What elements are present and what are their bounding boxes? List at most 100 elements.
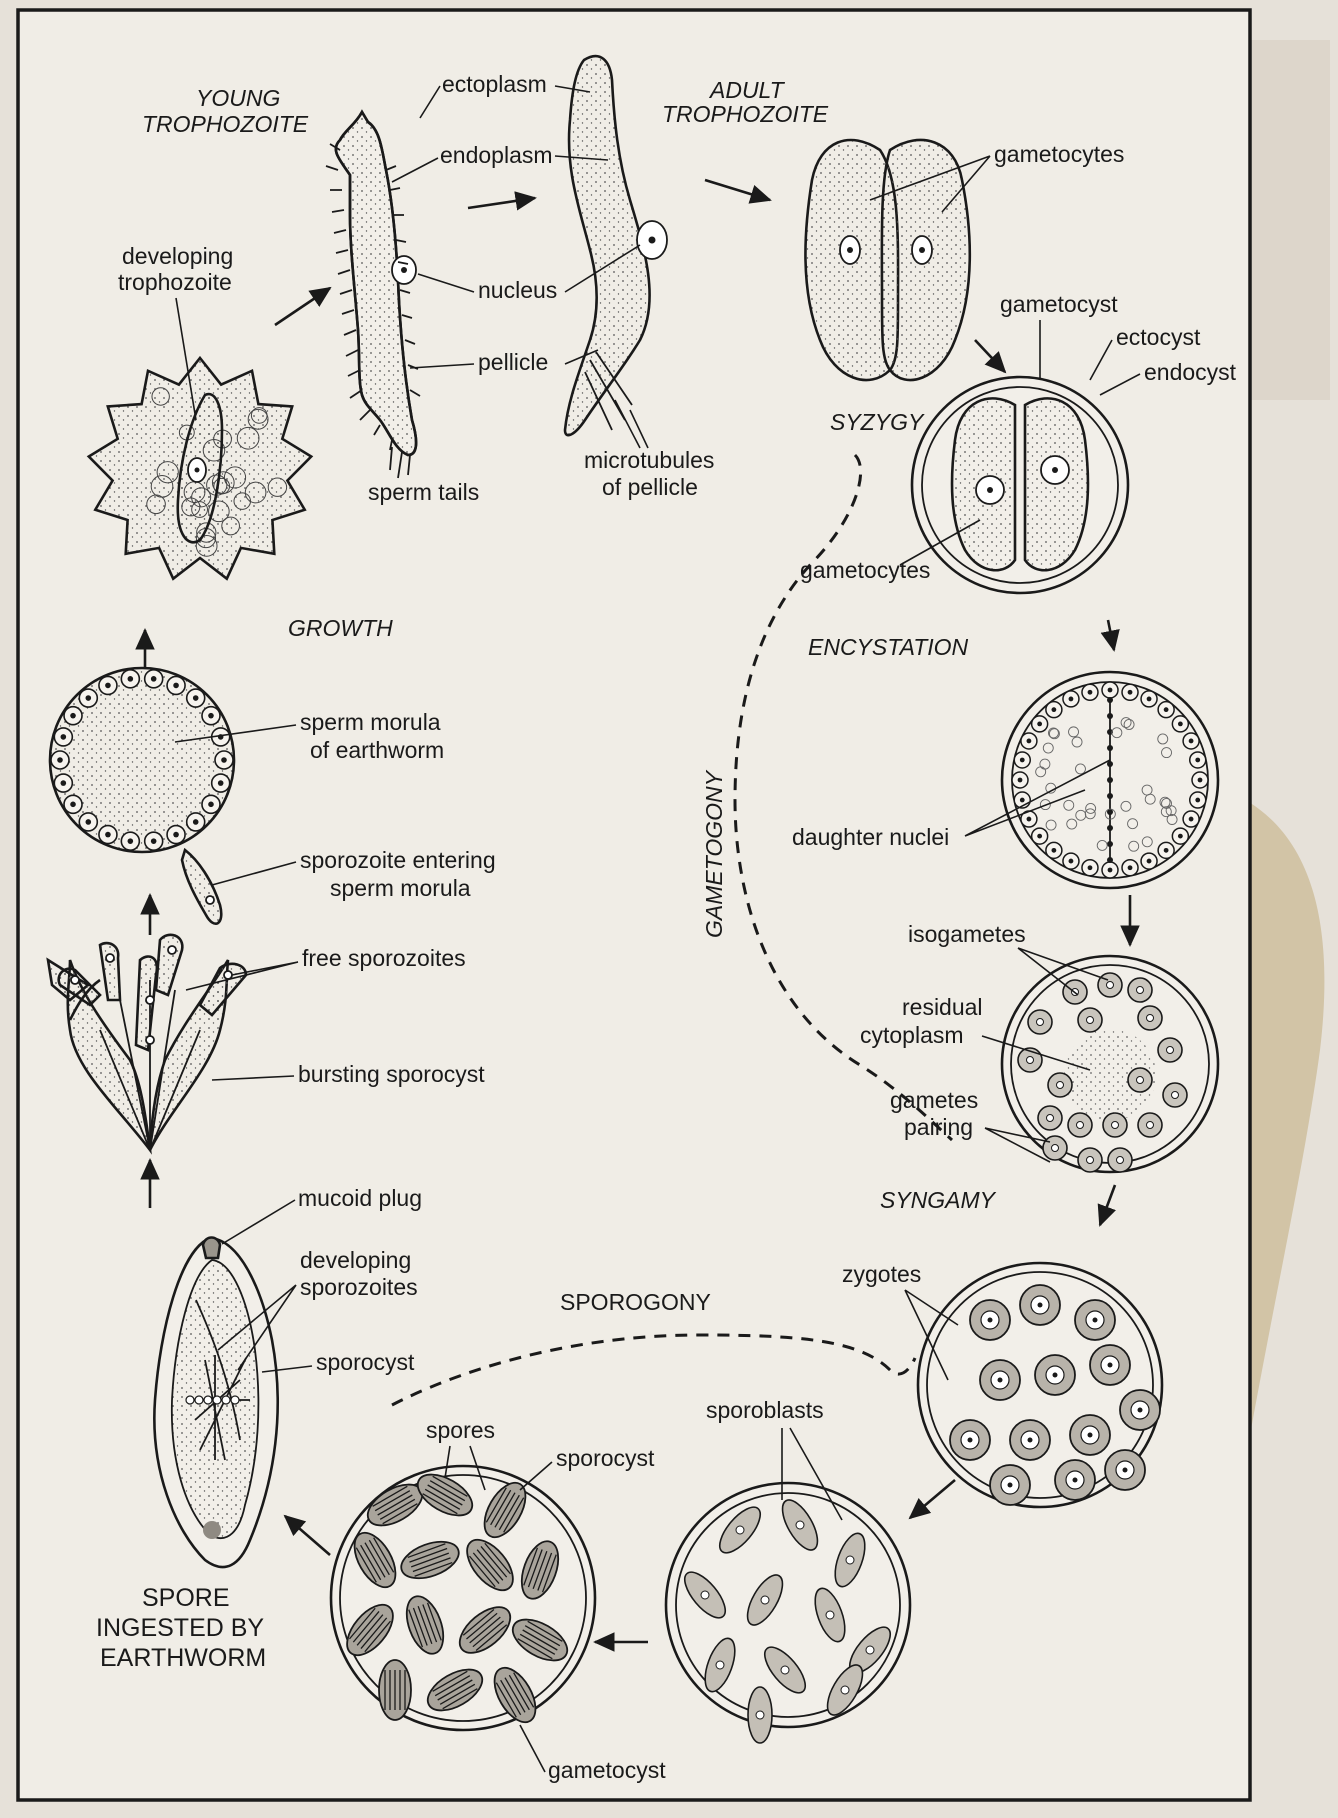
label-ectoplasm: ectoplasm <box>442 71 547 97</box>
zygote-dot <box>1123 1468 1128 1473</box>
daughter-nucleus <box>1107 697 1113 703</box>
zygote-dot <box>1008 1483 1013 1488</box>
zygote-dot <box>988 1318 993 1323</box>
label-endoplasm: endoplasm <box>440 142 553 168</box>
zygote-dot <box>968 1438 973 1443</box>
peripheral-nucleus-dot <box>1164 707 1169 712</box>
isogamete-nucleus <box>1107 982 1114 989</box>
peripheral-nucleus-dot <box>1088 690 1093 695</box>
syzygy-cell <box>805 140 969 380</box>
label-gametocyst-bottom: gametocyst <box>548 1757 666 1783</box>
young-trophozoite-title-1: YOUNG <box>196 85 280 111</box>
peripheral-nucleus-dot <box>1018 778 1023 783</box>
adult-trophozoite-title-2: TROPHOZOITE <box>662 101 829 127</box>
morula-sperm-dot <box>208 802 214 808</box>
label-sporocyst-left: sporocyst <box>316 1349 415 1375</box>
sporoblast-nucleus <box>781 1666 789 1674</box>
daughter-nucleus <box>1107 777 1113 783</box>
label-ectocyst: ectocyst <box>1116 324 1201 350</box>
morula-sperm-dot <box>193 819 199 825</box>
peripheral-nucleus-dot <box>1088 865 1093 870</box>
sporoblast-nucleus <box>761 1596 769 1604</box>
peripheral-nucleus-dot <box>1195 798 1200 803</box>
label-developing-sporozoites-2: sporozoites <box>300 1274 418 1300</box>
spore-title-3: EARTHWORM <box>100 1644 266 1672</box>
peripheral-nucleus-dot <box>1027 739 1032 744</box>
isogamete-nucleus <box>1047 1115 1054 1122</box>
label-gametocyst-top: gametocyst <box>1000 291 1118 317</box>
zygote-dot <box>1138 1408 1143 1413</box>
morula-sperm-dot <box>86 819 92 825</box>
daughter-nucleus <box>1107 713 1113 719</box>
zygote-dot <box>1093 1318 1098 1323</box>
growth-title: GROWTH <box>288 615 393 641</box>
sporoblast-nucleus <box>701 1591 709 1599</box>
sporoblast-nucleus <box>756 1711 764 1719</box>
isogamete-nucleus <box>1147 1015 1154 1022</box>
daughter-nucleus <box>1107 857 1113 863</box>
peripheral-nucleus-dot <box>1189 739 1194 744</box>
peripheral-nucleus-dot <box>1164 848 1169 853</box>
label-pellicle: pellicle <box>478 349 548 375</box>
young-trophozoite-title-2: TROPHOZOITE <box>142 111 309 137</box>
zygote-dot <box>1108 1363 1113 1368</box>
sporoblast-nucleus <box>736 1526 744 1534</box>
label-bursting-sporocyst: bursting sporocyst <box>298 1061 485 1087</box>
label-sporozoite-entering-1: sporozoite entering <box>300 847 496 873</box>
sporoblast-nucleus <box>796 1521 804 1529</box>
label-sporozoite-entering-2: sperm morula <box>330 875 471 901</box>
isogamete-nucleus <box>1137 987 1144 994</box>
label-endocyst: endocyst <box>1144 359 1237 385</box>
isogamete-nucleus <box>1172 1092 1179 1099</box>
peripheral-nucleus-dot <box>1128 690 1133 695</box>
peripheral-nucleus-dot <box>1051 707 1056 712</box>
morula-sperm-dot <box>221 757 227 763</box>
isogamete-nucleus <box>1027 1057 1034 1064</box>
peripheral-nucleus-dot <box>1037 721 1042 726</box>
gametocyst-cell <box>912 377 1128 593</box>
peripheral-nucleus-dot <box>1189 817 1194 822</box>
peripheral-nucleus-dot <box>1020 798 1025 803</box>
peripheral-nucleus-dot <box>1027 817 1032 822</box>
spore-title-1: SPORE <box>142 1584 230 1612</box>
morula-sperm-dot <box>128 838 134 844</box>
sporocyst-nucleus <box>222 1396 230 1404</box>
morula-sperm-dot <box>193 695 199 701</box>
label-gametocytes-top: gametocytes <box>994 141 1124 167</box>
morula-sperm-dot <box>86 695 92 701</box>
daughter-nuclei-cyst <box>1002 672 1218 888</box>
sporoblast-nucleus <box>841 1686 849 1694</box>
encystation-title: ENCYSTATION <box>808 634 969 660</box>
label-daughter-nuclei: daughter nuclei <box>792 824 949 850</box>
label-residual: residual <box>902 994 983 1020</box>
isogametes-cyst <box>1002 956 1218 1172</box>
syngamy-title: SYNGAMY <box>880 1187 997 1213</box>
isogamete-nucleus <box>1052 1145 1059 1152</box>
spores-cyst <box>331 1466 595 1730</box>
daughter-nucleus <box>1107 841 1113 847</box>
sporoblast-nucleus <box>826 1611 834 1619</box>
isogamete-nucleus <box>1112 1122 1119 1129</box>
morula-sperm-dot <box>61 734 67 740</box>
peripheral-nucleus-dot <box>1147 859 1152 864</box>
peripheral-nucleus-dot <box>1128 865 1133 870</box>
morula-sperm-dot <box>173 683 179 689</box>
sporocyst-nucleus <box>195 1396 203 1404</box>
syzygy-title: SYZYGY <box>830 409 925 435</box>
zygote-dot <box>1073 1478 1078 1483</box>
peripheral-nucleus-dot <box>1069 697 1074 702</box>
zygote-dot <box>1038 1303 1043 1308</box>
peripheral-nucleus-dot <box>1198 778 1203 783</box>
label-sporocyst-bottom: sporocyst <box>556 1445 655 1471</box>
label-sporoblasts: sporoblasts <box>706 1397 824 1423</box>
isogamete-nucleus <box>1037 1019 1044 1026</box>
spore <box>379 1660 411 1720</box>
morula-sperm-dot <box>208 713 214 719</box>
daughter-nucleus <box>1107 825 1113 831</box>
morula-sperm-dot <box>151 676 157 682</box>
label-isogametes: isogametes <box>908 921 1026 947</box>
sporoblast-nucleus <box>846 1556 854 1564</box>
peripheral-nucleus-dot <box>1195 758 1200 763</box>
label-developing-trophozoite-1: developing <box>122 243 233 269</box>
